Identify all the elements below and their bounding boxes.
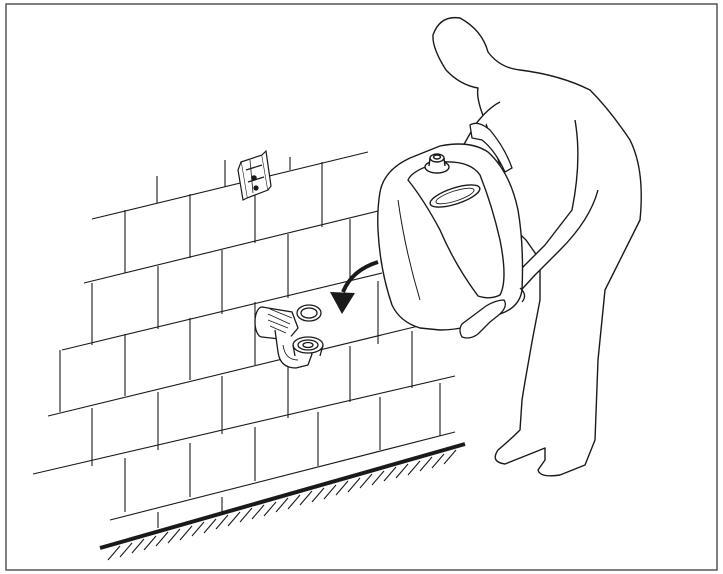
sealing-ring-icon	[297, 305, 321, 321]
mounting-bracket-icon	[238, 151, 271, 200]
siphon-trap-icon	[255, 307, 323, 368]
floor-hatching	[100, 444, 465, 560]
diagram-frame	[6, 4, 717, 570]
curved-arrow-icon	[330, 262, 378, 314]
